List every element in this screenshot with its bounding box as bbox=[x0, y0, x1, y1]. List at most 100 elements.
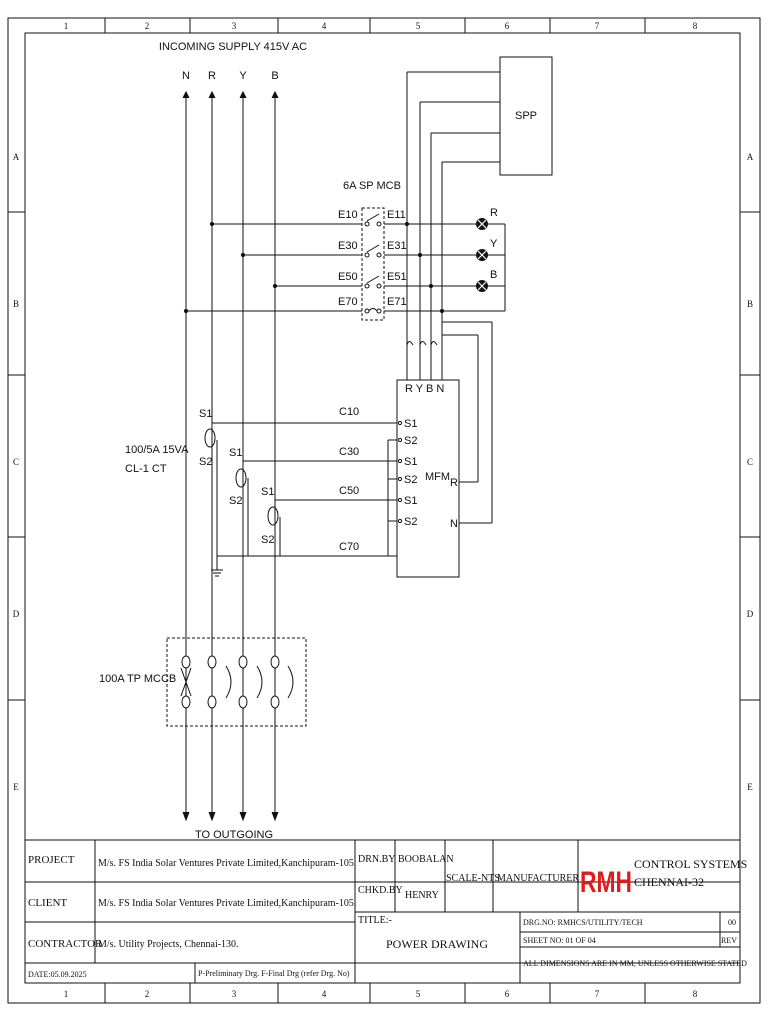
wire-label: C10 bbox=[339, 406, 359, 418]
title-block bbox=[24, 839, 741, 984]
wire-label: C70 bbox=[339, 541, 359, 553]
title-label: TITLE:- bbox=[358, 915, 392, 926]
lamp-label: Y bbox=[490, 238, 498, 250]
client-label: CLIENT bbox=[28, 897, 67, 909]
spp-label: SPP bbox=[515, 110, 537, 122]
row-label: B bbox=[13, 299, 19, 309]
revision-label: REV bbox=[721, 936, 737, 945]
lamp-r-icon bbox=[476, 218, 488, 230]
mcb-terminal-in: E70 bbox=[338, 296, 358, 308]
ct-terminal-label: S1 bbox=[229, 447, 242, 459]
col-label: 4 bbox=[322, 989, 327, 999]
client-value: M/s. FS India Solar Ventures Private Lim… bbox=[98, 898, 356, 909]
col-label: 2 bbox=[145, 989, 150, 999]
col-label: 6 bbox=[505, 21, 510, 31]
ct-terminal-label: S1 bbox=[199, 408, 212, 420]
company-line1: CONTROL SYSTEMS bbox=[634, 857, 747, 871]
lamp-label: R bbox=[490, 207, 498, 219]
mfm-input-label: S2 bbox=[404, 516, 417, 528]
outgoing-label: TO OUTGOING bbox=[195, 829, 273, 841]
drawing-title: POWER DRAWING bbox=[386, 937, 488, 951]
project-value: M/s. FS India Solar Ventures Private Lim… bbox=[98, 858, 356, 869]
row-label: C bbox=[747, 457, 753, 467]
mfm-top-terminals: R Y B N bbox=[405, 383, 444, 395]
mcb-terminal-in: E10 bbox=[338, 209, 358, 221]
row-label: D bbox=[13, 609, 20, 619]
col-label: 1 bbox=[64, 21, 69, 31]
chkd-value: HENRY bbox=[405, 890, 439, 901]
date: DATE:05.09.2025 bbox=[28, 970, 87, 979]
col-label: 1 bbox=[64, 989, 69, 999]
chkd-label: CHKD.BY bbox=[358, 885, 403, 896]
wire-label: C30 bbox=[339, 446, 359, 458]
indicator-lamps bbox=[476, 218, 488, 292]
col-label: 5 bbox=[416, 989, 421, 999]
mfm-side-label: N bbox=[450, 518, 458, 530]
ct-terminal-label: S2 bbox=[229, 495, 242, 507]
supply-label: INCOMING SUPPLY 415V AC bbox=[159, 41, 307, 53]
mcb-terminal-out: E51 bbox=[387, 271, 407, 283]
mcb-label: 6A SP MCB bbox=[343, 180, 401, 192]
mfm-side-label: R bbox=[450, 477, 458, 489]
col-label: 5 bbox=[416, 21, 421, 31]
mcb-enclosure bbox=[361, 207, 385, 321]
lamp-y-icon bbox=[476, 249, 488, 261]
mcb-terminal-out: E11 bbox=[387, 209, 406, 221]
company-line2: CHENNAI-32 bbox=[634, 875, 704, 889]
ct-terminal-label: S1 bbox=[261, 486, 274, 498]
mccb-enclosure bbox=[166, 637, 307, 727]
row-label: D bbox=[747, 609, 754, 619]
col-labels-top: 1 2 3 4 5 6 7 8 bbox=[64, 21, 698, 31]
phase-label-n: N bbox=[182, 70, 190, 82]
row-label: E bbox=[747, 782, 753, 792]
mfm-input-label: S2 bbox=[404, 474, 417, 486]
row-labels-right: A B C D E bbox=[747, 152, 754, 792]
phase-label-y: Y bbox=[239, 70, 247, 82]
drn-value: BOOBALAN bbox=[398, 854, 454, 865]
mfm-input-label: S1 bbox=[404, 495, 417, 507]
dimension-note: ALL DIMENSIONS ARE IN MM, UNLESS OTHERWI… bbox=[523, 959, 747, 968]
schematic bbox=[166, 56, 553, 822]
contractor-value: M/s. Utility Projects, Chennai-130. bbox=[98, 939, 239, 950]
col-label: 4 bbox=[322, 21, 327, 31]
mcb-terminal-out: E31 bbox=[387, 240, 407, 252]
mfm-input-label: S2 bbox=[404, 435, 417, 447]
sheet-number: SHEET NO: 01 OF 04 bbox=[523, 936, 596, 945]
ct-label-1: 100/5A 15VA bbox=[125, 444, 189, 456]
col-label: 7 bbox=[595, 21, 600, 31]
mcb-terminal-out: E71 bbox=[387, 296, 407, 308]
lamp-b-icon bbox=[476, 280, 488, 292]
row-labels-left: A B C D E bbox=[13, 152, 20, 792]
col-label: 8 bbox=[693, 21, 698, 31]
lamp-label: B bbox=[490, 269, 497, 281]
row-label: E bbox=[13, 782, 19, 792]
stage-note: P-Preliminary Drg. F-Final Drg (refer Dr… bbox=[198, 969, 350, 978]
title-block-text: PROJECT M/s. FS India Solar Ventures Pri… bbox=[28, 854, 747, 979]
ct-terminal-label: S2 bbox=[261, 534, 274, 546]
mcb-terminal-in: E50 bbox=[338, 271, 358, 283]
mfm-input-label: S1 bbox=[404, 456, 417, 468]
col-labels-bottom: 1 2 3 4 5 6 7 8 bbox=[64, 989, 698, 999]
col-label: 6 bbox=[505, 989, 510, 999]
ct-label-2: CL-1 CT bbox=[125, 463, 167, 475]
drawing-number: DRG.NO: RMHCS/UTILITY/TECH bbox=[523, 918, 643, 927]
col-label: 3 bbox=[232, 989, 237, 999]
col-label: 2 bbox=[145, 21, 150, 31]
manufacturer-label: MANUFACTURER bbox=[497, 873, 579, 884]
mcb-terminal-in: E30 bbox=[338, 240, 358, 252]
revision-value: 00 bbox=[728, 918, 736, 927]
drn-label: DRN.BY bbox=[358, 854, 396, 865]
wire-label: C50 bbox=[339, 485, 359, 497]
project-label: PROJECT bbox=[28, 854, 75, 866]
row-label: C bbox=[13, 457, 19, 467]
company-logo: RMH bbox=[580, 866, 632, 899]
scale: SCALE-NTS bbox=[446, 873, 500, 884]
spp-box bbox=[499, 56, 553, 176]
mfm-input-label: S1 bbox=[404, 418, 417, 430]
schematic-labels: INCOMING SUPPLY 415V AC N R Y B SPP 6A S… bbox=[99, 41, 537, 841]
col-label: 7 bbox=[595, 989, 600, 999]
row-label: B bbox=[747, 299, 753, 309]
contractor-label: CONTRACTOR bbox=[28, 938, 103, 950]
col-label: 3 bbox=[232, 21, 237, 31]
